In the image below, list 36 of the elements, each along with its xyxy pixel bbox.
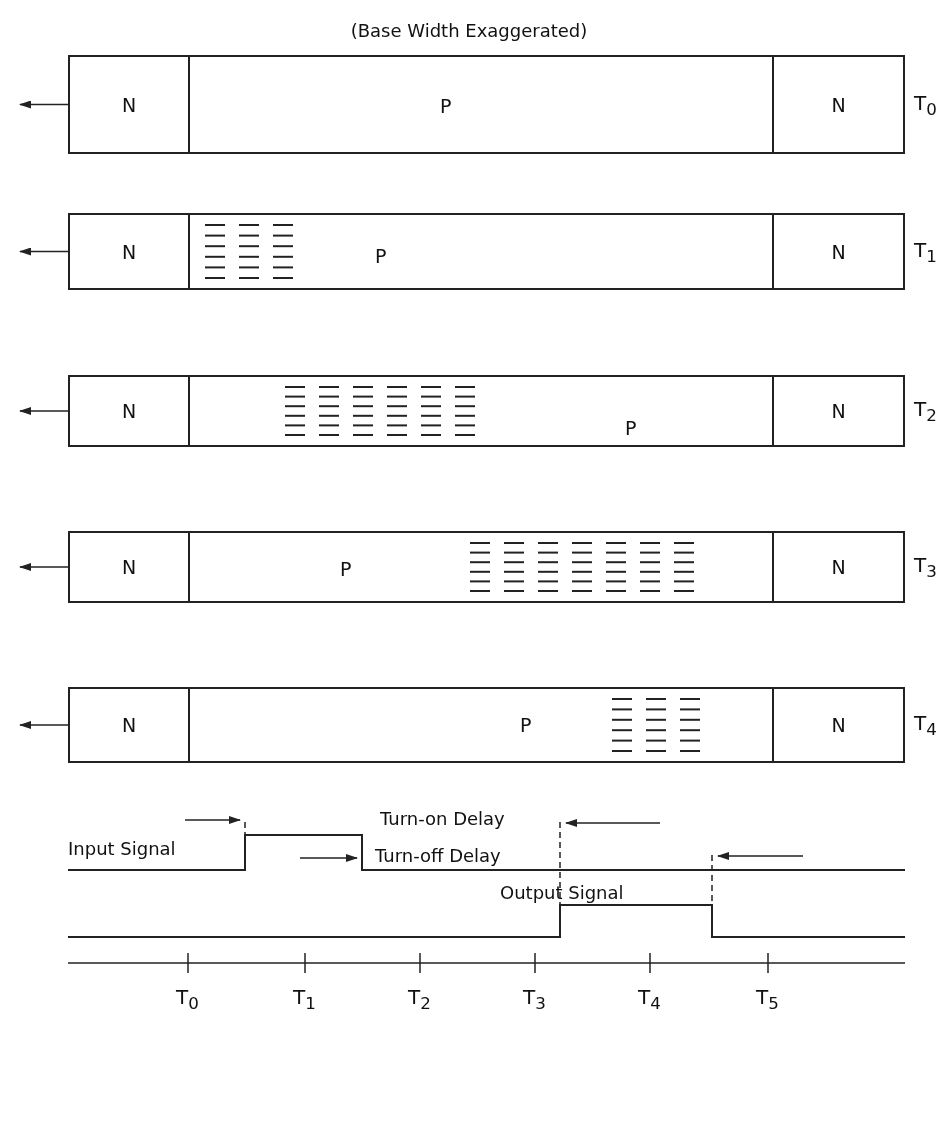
- time-label: T$_{0}$: [914, 90, 937, 119]
- arrow: [19, 100, 69, 109]
- axis-tick-label: T$_{5}$: [756, 985, 779, 1013]
- n-region: N: [68, 687, 190, 763]
- axis-tick-label: T$_{1}$: [293, 985, 316, 1013]
- p-region: P: [188, 375, 774, 447]
- arrow: [19, 721, 69, 729]
- p-region: P: [188, 531, 774, 603]
- p-region: P: [188, 687, 774, 763]
- n-region: N: [68, 375, 190, 447]
- time-label: T$_{4}$: [914, 711, 937, 739]
- arrow: [19, 563, 69, 571]
- diagram-title: (Base Width Exaggerated): [349, 20, 589, 41]
- axis-tick-label: T$_{0}$: [176, 985, 199, 1013]
- n-region: N: [772, 375, 905, 447]
- time-label: T$_{2}$: [914, 397, 937, 425]
- arrow: [19, 247, 69, 256]
- time-label: T$_{1}$: [914, 237, 937, 266]
- axis-tick-label: T$_{3}$: [523, 985, 546, 1013]
- signal-label: Turn-off Delay: [375, 845, 501, 866]
- p-region: P: [188, 213, 774, 290]
- signal-label: Turn-on Delay: [380, 808, 505, 829]
- signal-label: Output Signal: [500, 882, 624, 903]
- n-region: N: [772, 531, 905, 603]
- time-label: T$_{3}$: [914, 553, 937, 581]
- n-region: N: [68, 213, 190, 290]
- n-region: N: [68, 55, 190, 154]
- p-region: P: [188, 55, 774, 154]
- axis-tick-label: T$_{2}$: [408, 985, 431, 1013]
- n-region: N: [772, 213, 905, 290]
- n-region: N: [68, 531, 190, 603]
- axis-tick-label: T$_{4}$: [638, 985, 661, 1013]
- n-region: N: [772, 687, 905, 763]
- n-region: N: [772, 55, 905, 154]
- signal-label: Input Signal: [68, 838, 176, 859]
- arrow: [19, 407, 69, 415]
